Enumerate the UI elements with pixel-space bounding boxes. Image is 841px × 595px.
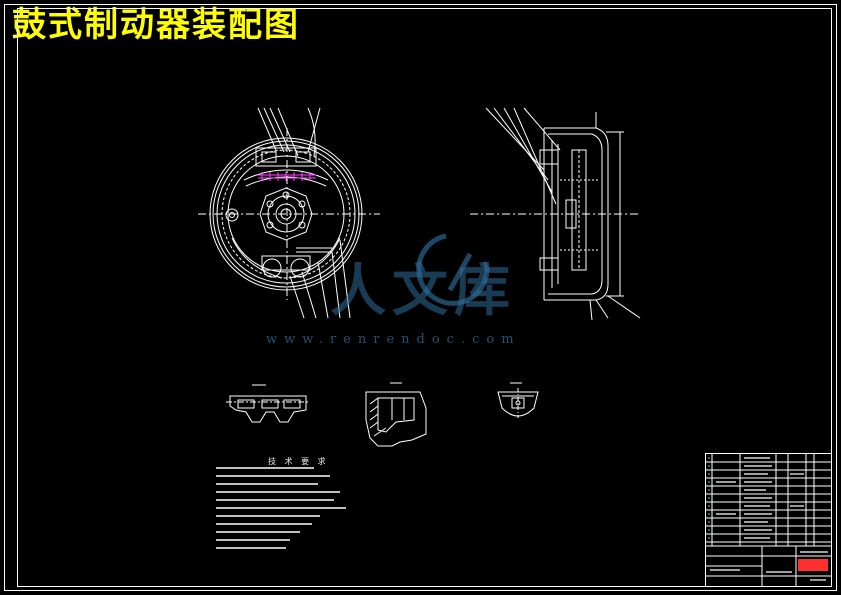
front-view [198,107,380,319]
sheet-inner-border [17,8,832,587]
detail-view-a [226,384,310,423]
parts-list-markers [708,457,710,539]
technical-requirements-title: 技 术 要 求 [268,457,329,466]
watermark-url: www.renrendoc.com [266,332,521,347]
title-block-highlight [798,559,828,571]
parts-list-cell-text [710,457,828,581]
drawing-title: 鼓式制动器装配图 [12,5,300,45]
parts-list-table [705,453,832,587]
watermark-logo-text: 人文库 [330,259,516,324]
sheet-outer-border [4,4,837,591]
side-section-view [470,107,641,321]
detail-view-c [497,382,539,418]
technical-requirements-lines [216,467,346,549]
wheel-cylinder-spring [258,172,316,181]
detail-view-b [365,382,427,447]
watermark-logo-icon [416,233,490,306]
